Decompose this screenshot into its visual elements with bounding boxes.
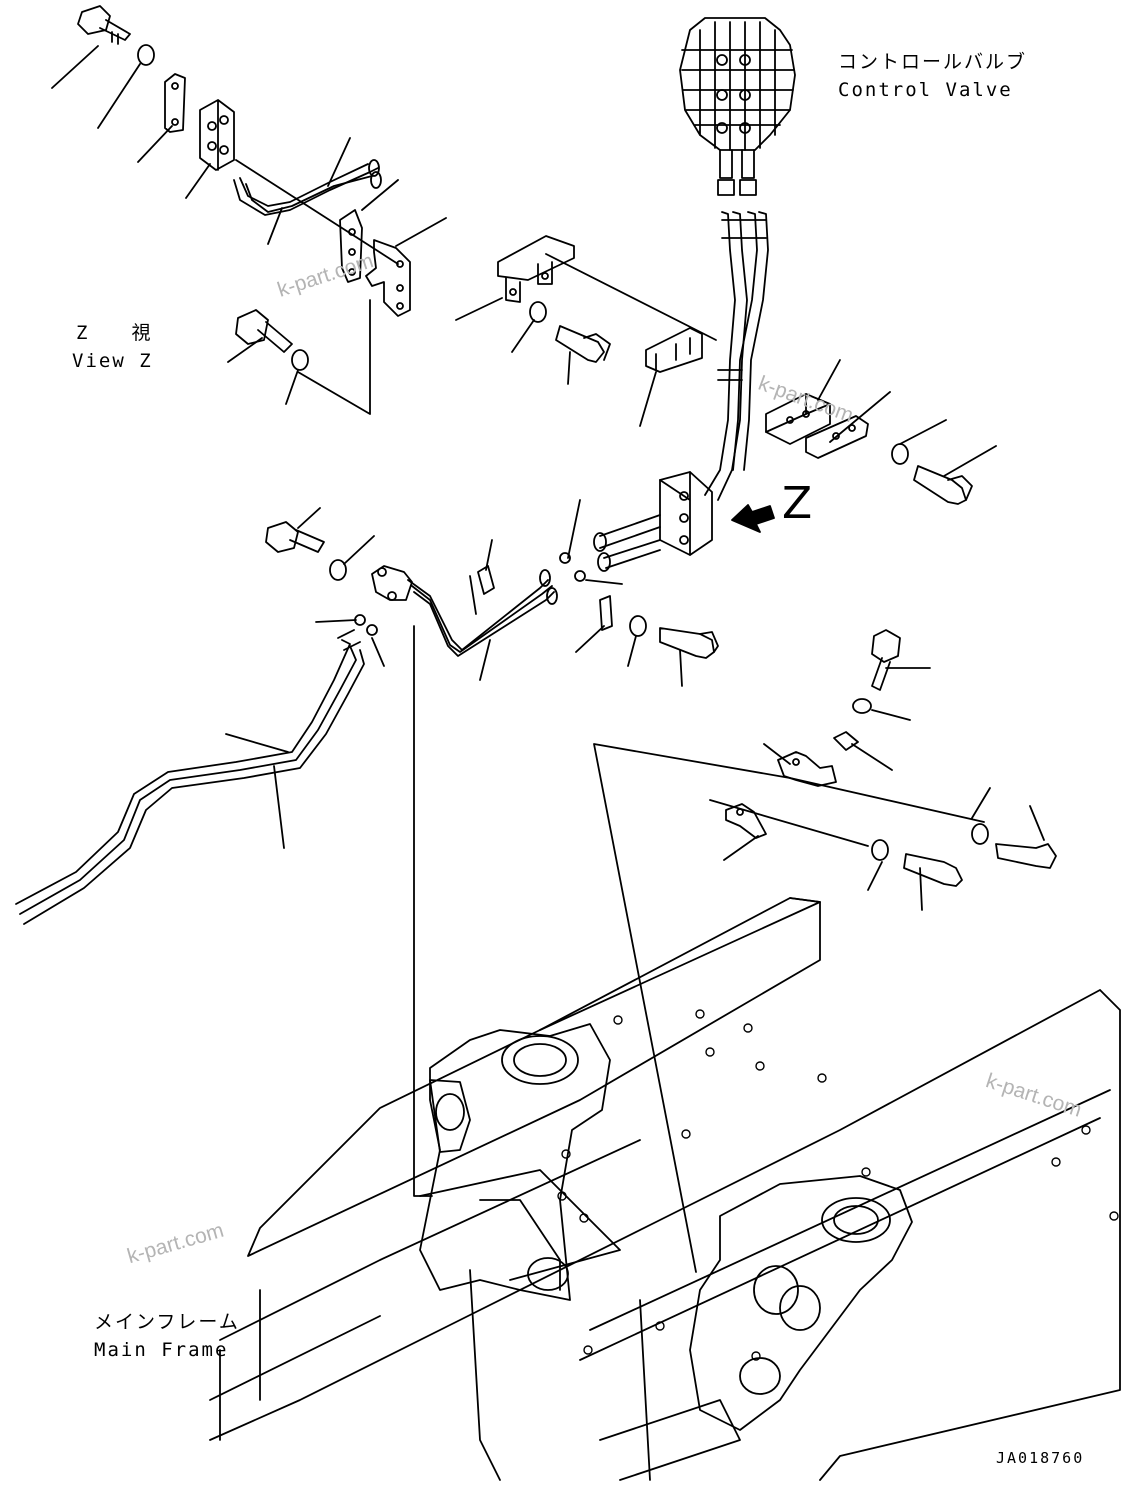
washer-icon (629, 615, 647, 637)
view-z-letter: Z (782, 478, 813, 529)
frame-bolt-hole-icon (557, 1009, 1119, 1361)
bracket-icon (725, 751, 837, 839)
clamp-block-icon (765, 393, 831, 445)
leader-line (455, 253, 717, 385)
hydraulic-fitting-icon (371, 565, 413, 601)
bolt-icon (913, 465, 973, 505)
washer-icon (329, 559, 347, 581)
leader-line (469, 499, 683, 687)
hose-clamp-block (593, 471, 713, 572)
bolt-icon (77, 5, 131, 45)
bracket-icon (365, 239, 411, 317)
washer-icon (529, 301, 547, 323)
reference-line (593, 743, 985, 1273)
bracket-icon (497, 235, 575, 303)
plate-icon (164, 73, 186, 133)
main-frame-label-jp: メインフレーム (94, 1311, 240, 1333)
clip-icon (477, 565, 613, 631)
pipe-icon (407, 569, 558, 657)
washer-icon (852, 698, 872, 714)
hose-icon (233, 159, 382, 216)
washer-icon (971, 823, 989, 845)
reference-line (413, 625, 433, 1197)
bolt-icon (995, 843, 1057, 869)
leader-line (235, 159, 447, 265)
washer-icon (871, 839, 889, 861)
control-valve-label-en: Control Valve (838, 79, 1013, 101)
view-z-label-jp: Z 視 (76, 322, 153, 344)
leader-line (315, 619, 385, 667)
bolt-icon (235, 309, 293, 353)
o-ring-icon (574, 570, 586, 582)
leader-line (723, 743, 791, 861)
leader-line (227, 299, 371, 415)
nut-clip-icon (833, 731, 859, 751)
drawing-number: JA018760 (996, 1449, 1085, 1467)
leader-line (851, 667, 931, 771)
valve-hose-pair (704, 211, 769, 501)
leader-line (639, 371, 657, 427)
bolt-icon (265, 521, 325, 553)
leader-line (51, 45, 211, 199)
control-valve-label-jp: コントロールバルブ (838, 51, 1028, 73)
leader-line (817, 359, 997, 477)
view-z-arrow (731, 504, 775, 533)
bolt-icon (903, 853, 963, 887)
leader-line (267, 137, 399, 245)
washer-icon (291, 349, 309, 371)
bolt-icon (659, 627, 719, 659)
clamp-block-icon (645, 327, 703, 373)
bracket-icon (805, 415, 869, 459)
main-frame-label-en: Main Frame (94, 1339, 229, 1361)
leader-line (225, 733, 289, 849)
washer-icon (137, 44, 155, 66)
washer-icon (891, 443, 909, 465)
leader-line (297, 507, 375, 565)
view-z-label-en: View Z (72, 350, 153, 372)
bolt-icon (871, 629, 901, 691)
clamp-block-icon (199, 99, 235, 171)
o-ring-icon (366, 624, 378, 636)
bolt-icon (555, 325, 611, 363)
leader-line (867, 787, 1045, 911)
main-frame-icon (209, 897, 1121, 1481)
control-valve-icon (679, 17, 796, 196)
o-ring-icon (559, 552, 571, 564)
hose-icon (15, 629, 365, 925)
